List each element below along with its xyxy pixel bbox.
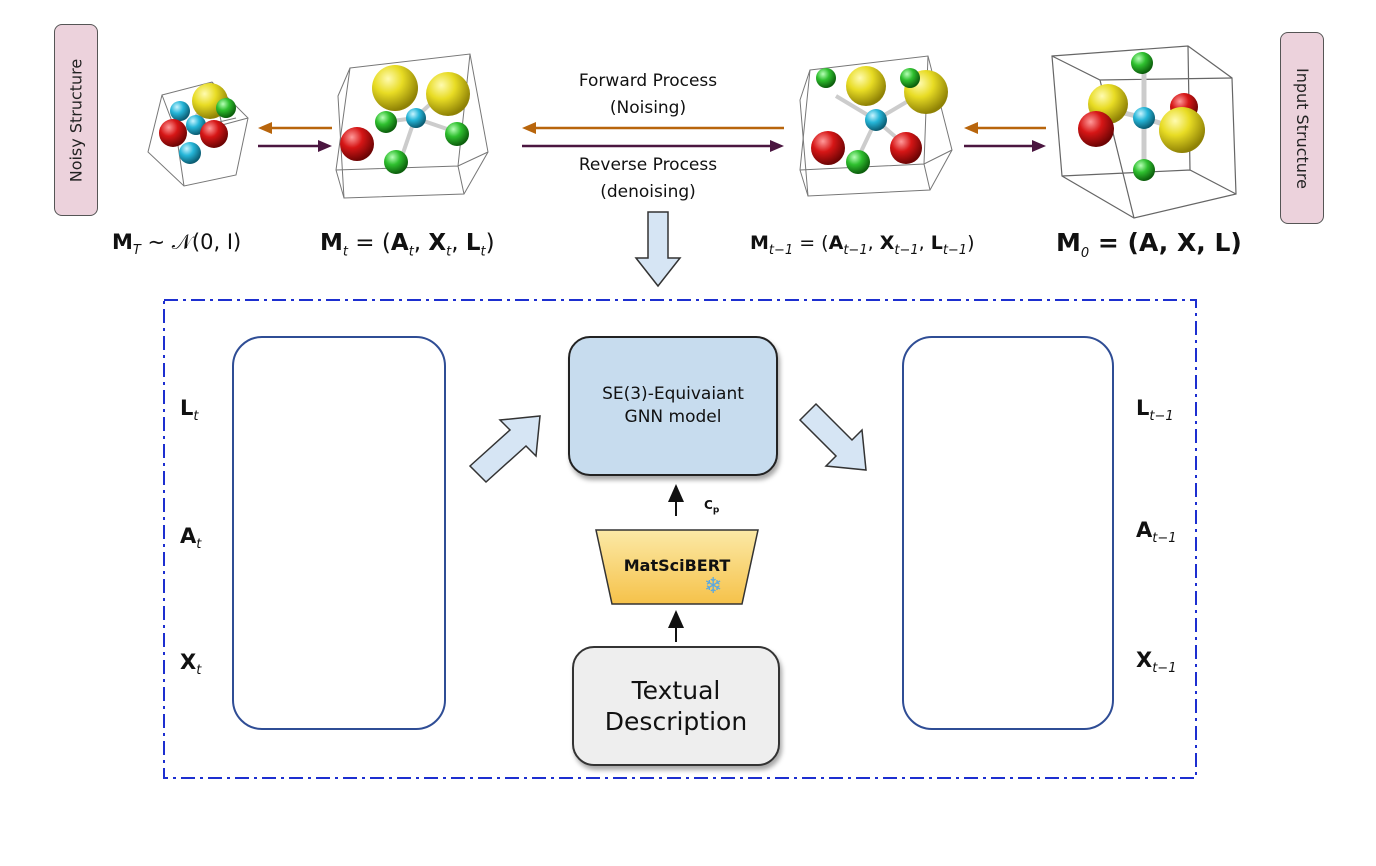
state-m0-formula: M0 = (A, X, L)	[1056, 228, 1242, 261]
input-structure-label: Input Structure	[1280, 32, 1324, 224]
m0-rest: = (A, X, L)	[1089, 228, 1242, 257]
forward-arrows	[258, 122, 1046, 134]
right-x-sub: t−1	[1152, 661, 1177, 677]
mt-x-sub: t	[446, 244, 452, 260]
left-a-label: At	[180, 524, 201, 552]
mt1-crystal-atoms	[811, 66, 948, 174]
mt-l-sub: t	[480, 244, 486, 260]
input-structure-text: Input Structure	[1292, 67, 1312, 189]
mt-l: L	[465, 230, 481, 256]
left-x-sub: t	[196, 663, 202, 679]
reverse-process-label: Reverse Process (denoising)	[538, 152, 758, 206]
mt1-close: )	[967, 232, 975, 254]
reverse-process-line2: (denoising)	[600, 182, 696, 203]
matscibert-text: MatSciBERT	[623, 556, 731, 575]
gnn-model-line1: SE(3)-Equivaiant	[602, 384, 744, 405]
mt-close: )	[485, 230, 495, 256]
condition-sub: p	[712, 505, 720, 516]
state-mt-formula: Mt = (At, Xt, Lt)	[320, 230, 495, 260]
condition-symbol: C	[704, 498, 713, 512]
m0-sub: 0	[1080, 246, 1090, 261]
forward-process-label: Forward Process (Noising)	[538, 68, 758, 122]
right-a-text: A	[1136, 518, 1153, 542]
right-state-panel	[902, 336, 1114, 730]
right-l-text: L	[1136, 396, 1150, 420]
down-block-arrow	[634, 211, 682, 288]
reverse-process-line1: Reverse Process	[578, 155, 718, 175]
mt-eq: = (	[348, 230, 391, 256]
right-l-label: Lt−1	[1136, 396, 1174, 424]
state-mT-formula: MT ∼ 𝒩(0, I)	[112, 230, 241, 258]
block-arrow-from-model	[798, 402, 867, 471]
mt-crystal-atoms	[340, 65, 470, 174]
mt1-a-sub: t−1	[843, 242, 868, 258]
dashed-border	[163, 299, 1197, 779]
condition-label: Cp	[704, 498, 719, 515]
matscibert-label: MatSciBERT	[598, 556, 756, 575]
noisy-structure-label: Noisy Structure	[54, 24, 98, 216]
block-arrow-to-model	[468, 415, 541, 484]
mt-lhs-sub: t	[342, 244, 348, 260]
left-x-text: X	[180, 650, 197, 674]
mt1-lhs-sub: t−1	[768, 242, 794, 258]
right-x-label: Xt−1	[1136, 648, 1176, 676]
mt1-l-sub: t−1	[942, 242, 968, 258]
state-mt1-formula: Mt−1 = (At−1, Xt−1, Lt−1)	[750, 232, 975, 258]
matscibert-block	[595, 529, 759, 605]
forward-process-line2: (Noising)	[609, 98, 687, 119]
reverse-arrows	[258, 140, 1046, 152]
mt-lhs: M	[320, 230, 343, 256]
left-l-label: Lt	[180, 396, 199, 424]
right-x-text: X	[1136, 648, 1153, 672]
mt1-x: X	[879, 232, 895, 254]
mt1-x-sub: t−1	[894, 242, 919, 258]
right-l-sub: t−1	[1149, 409, 1174, 425]
gnn-model-box: SE(3)-Equivaiant GNN model	[568, 336, 778, 476]
mt1-a: A	[828, 232, 844, 254]
left-a-text: A	[180, 524, 197, 548]
forward-process-line1: Forward Process	[578, 71, 718, 91]
left-x-label: Xt	[180, 650, 201, 678]
gnn-model-line2: GNN model	[624, 407, 722, 427]
left-l-sub: t	[193, 409, 199, 425]
mT-rest: ∼ 𝒩(0, I)	[140, 230, 242, 254]
left-state-panel	[232, 336, 446, 730]
mt-a: A	[390, 230, 409, 256]
left-a-sub: t	[196, 537, 202, 553]
noisy-structure-text: Noisy Structure	[66, 58, 86, 182]
mT-sub: T	[132, 243, 141, 259]
m0-crystal-atoms	[1078, 52, 1205, 181]
textual-description-line1: Textual	[631, 675, 721, 705]
right-a-label: At−1	[1136, 518, 1177, 546]
snowflake-icon: ❄	[704, 574, 723, 599]
mt1-lhs: M	[750, 232, 769, 254]
noisy-crystal-atoms	[159, 83, 236, 164]
mt-x: X	[428, 230, 447, 256]
textual-description-box: Textual Description	[572, 646, 780, 766]
mT-symbol: M	[112, 230, 133, 254]
right-a-sub: t−1	[1152, 531, 1177, 547]
left-l-text: L	[180, 396, 194, 420]
m0-lhs: M	[1056, 228, 1081, 257]
textual-description-line2: Description	[604, 707, 748, 736]
mt-a-sub: t	[408, 244, 414, 260]
mt1-eq: = (	[793, 232, 829, 254]
mt1-l: L	[930, 232, 943, 254]
